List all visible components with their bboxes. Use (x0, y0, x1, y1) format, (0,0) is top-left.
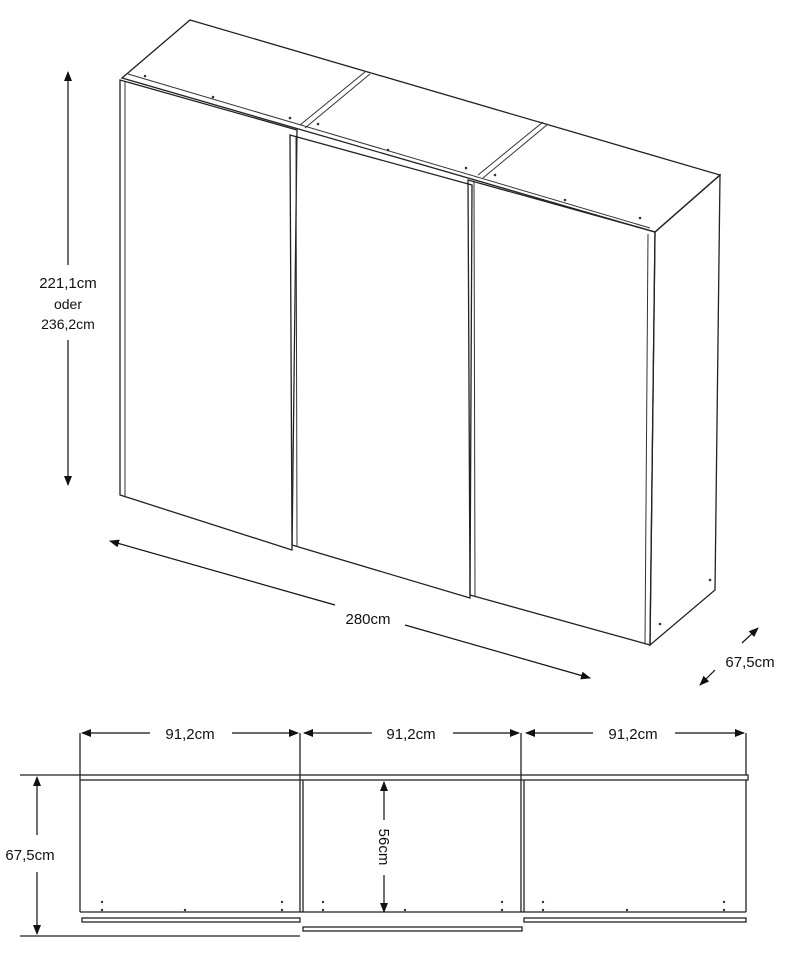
plan-depth-dimension: 67,5cm (5, 776, 55, 935)
height-alt-label: 236,2cm (41, 316, 95, 332)
depth-label: 67,5cm (725, 654, 774, 671)
height-label: 221,1cm (39, 275, 97, 292)
depth-dimension: 67,5cm (699, 627, 775, 686)
door-width-label-1: 91,2cm (165, 726, 214, 743)
door-middle (289, 134, 473, 599)
wardrobe-plan (20, 733, 749, 937)
top-rail (79, 774, 749, 781)
door-width-dimensions: 91,2cm 91,2cm 91,2cm (81, 726, 745, 743)
width-label: 280cm (345, 611, 390, 628)
door-track-left (81, 917, 301, 923)
wardrobe-side (649, 173, 721, 647)
door-width-label-3: 91,2cm (608, 726, 657, 743)
inner-depth-label: 56cm (375, 829, 392, 866)
plan-depth-label: 67,5cm (5, 847, 54, 864)
wardrobe-isometric (119, 19, 722, 647)
door-track-middle (302, 926, 523, 932)
door-width-label-2: 91,2cm (386, 726, 435, 743)
door-track-right (523, 917, 747, 923)
wardrobe-top (120, 19, 722, 233)
height-or-label: oder (54, 296, 82, 312)
door-left (119, 79, 298, 551)
width-dimension: 280cm (109, 539, 591, 680)
inner-depth-dimension: 56cm (375, 781, 392, 913)
height-dimension: 221,1cm oder 236,2cm (39, 71, 97, 486)
door-right (467, 179, 656, 646)
